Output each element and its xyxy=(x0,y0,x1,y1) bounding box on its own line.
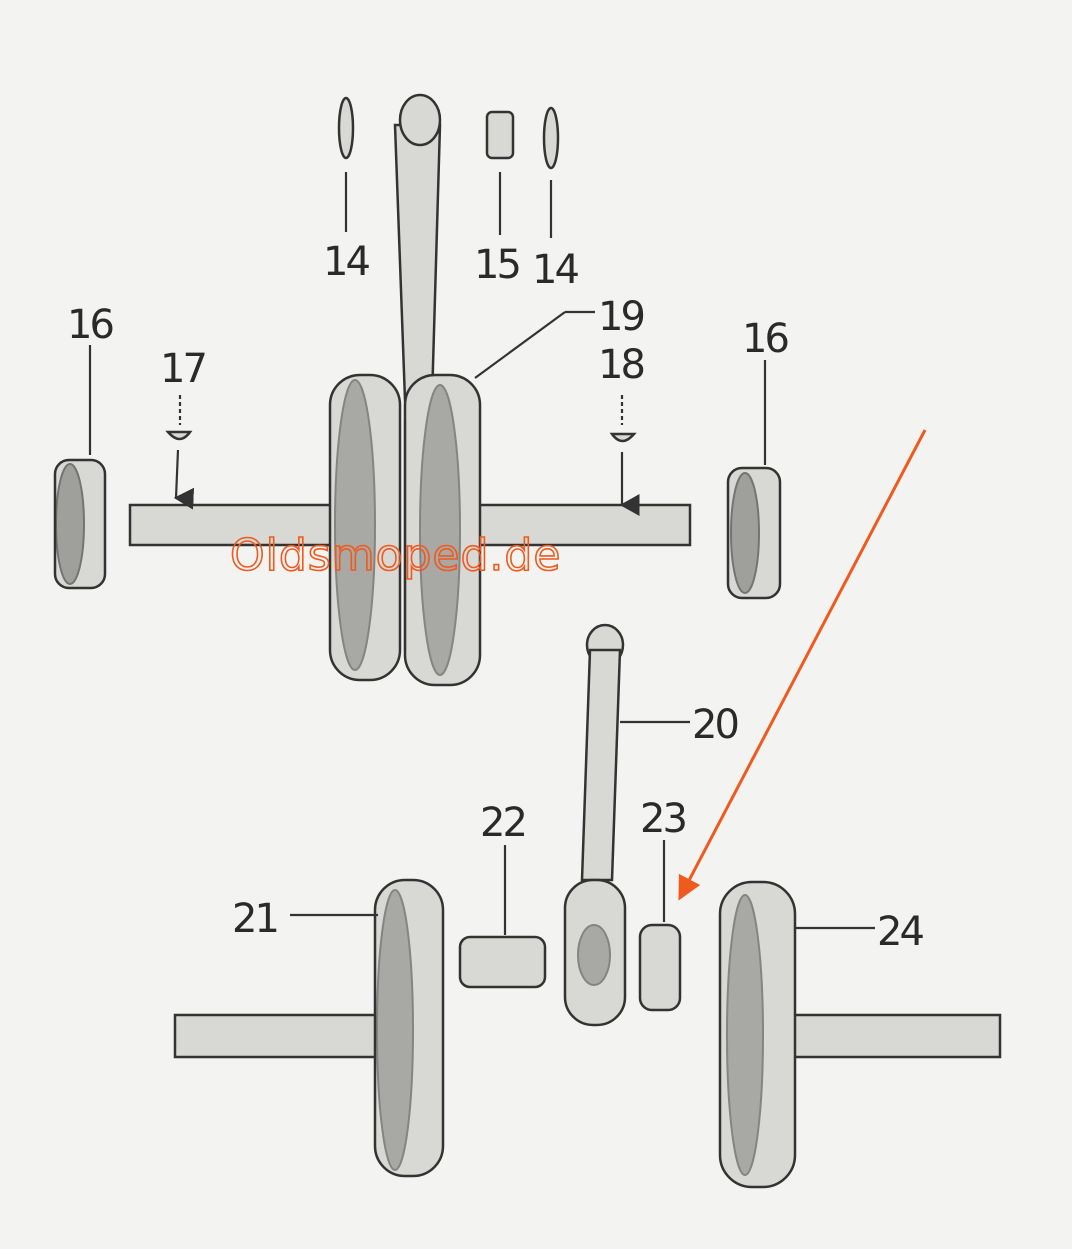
label-20: 20 xyxy=(692,702,737,748)
label-21: 21 xyxy=(232,896,277,942)
crank-pin-22 xyxy=(458,845,547,989)
needle-cage-15 xyxy=(485,110,515,235)
bearing-16-left xyxy=(53,345,107,590)
label-14-left: 14 xyxy=(323,239,369,285)
connecting-rod-20 xyxy=(563,623,690,1027)
leader-19b xyxy=(474,311,566,379)
watermark: Oldsmoped.de xyxy=(230,530,561,581)
crank-half-24 xyxy=(718,880,1002,1189)
washer-14-left xyxy=(337,96,355,232)
washer-14-right xyxy=(542,106,560,238)
highlight-arrow xyxy=(678,429,927,901)
crank-half-21 xyxy=(173,878,445,1178)
label-16-right: 16 xyxy=(742,316,787,362)
label-14-right: 14 xyxy=(532,247,578,293)
label-19: 19 xyxy=(598,294,643,340)
key-18 xyxy=(609,395,640,516)
label-24: 24 xyxy=(877,909,923,955)
label-23: 23 xyxy=(640,796,685,842)
label-16-left: 16 xyxy=(67,302,112,348)
key-17 xyxy=(165,395,195,510)
bearing-16-right xyxy=(726,360,782,600)
label-22: 22 xyxy=(480,800,525,846)
label-15: 15 xyxy=(474,242,519,288)
label-18: 18 xyxy=(598,342,643,388)
crankshaft-assembly xyxy=(128,93,692,687)
needle-cage-23 xyxy=(638,840,682,1012)
label-17: 17 xyxy=(160,346,205,392)
